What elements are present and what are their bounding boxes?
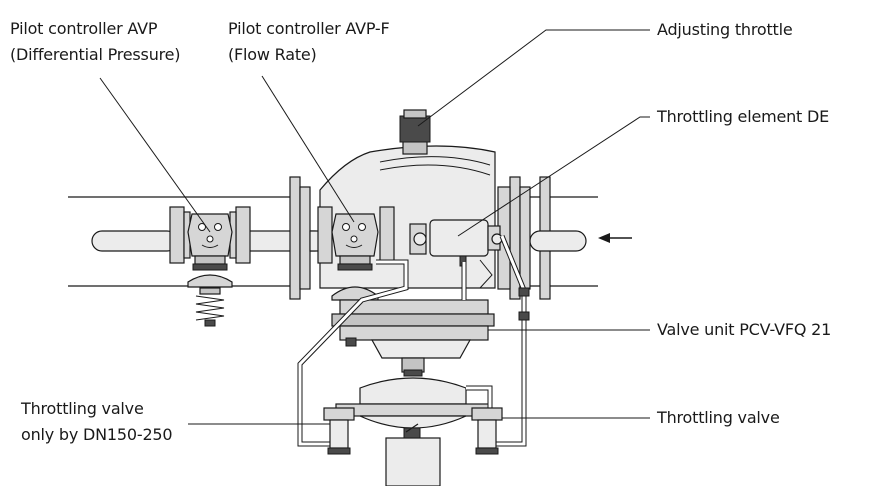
avpf-label-line1: Pilot controller AVP-F <box>228 19 390 38</box>
impulse-tubes <box>297 235 530 447</box>
valve-unit-label: Valve unit PCV-VFQ 21 <box>657 320 832 339</box>
avp-controller <box>187 213 233 327</box>
throttling-valve-left-label-line1: Throttling valve <box>21 399 144 418</box>
throttling-valve-left-label-line2: only by DN150-250 <box>21 425 173 444</box>
avp-label-line2: (Differential Pressure) <box>10 45 181 64</box>
throttling-element-label: Throttling element DE <box>657 107 830 126</box>
throttling-valve-right-label: Throttling valve <box>657 408 780 427</box>
leader-lines <box>99 29 650 425</box>
valve-unit <box>331 299 495 377</box>
main-pipeline <box>68 196 598 287</box>
avp-label-line1: Pilot controller AVP <box>10 19 158 38</box>
adjusting-throttle-label: Adjusting throttle <box>657 20 793 39</box>
lower-throttling-valves <box>323 407 503 455</box>
inlet-pipe <box>529 230 587 252</box>
throttling-element <box>409 219 503 267</box>
avpf-label-line2: (Flow Rate) <box>228 45 317 64</box>
diaphragm-actuator <box>335 377 491 486</box>
